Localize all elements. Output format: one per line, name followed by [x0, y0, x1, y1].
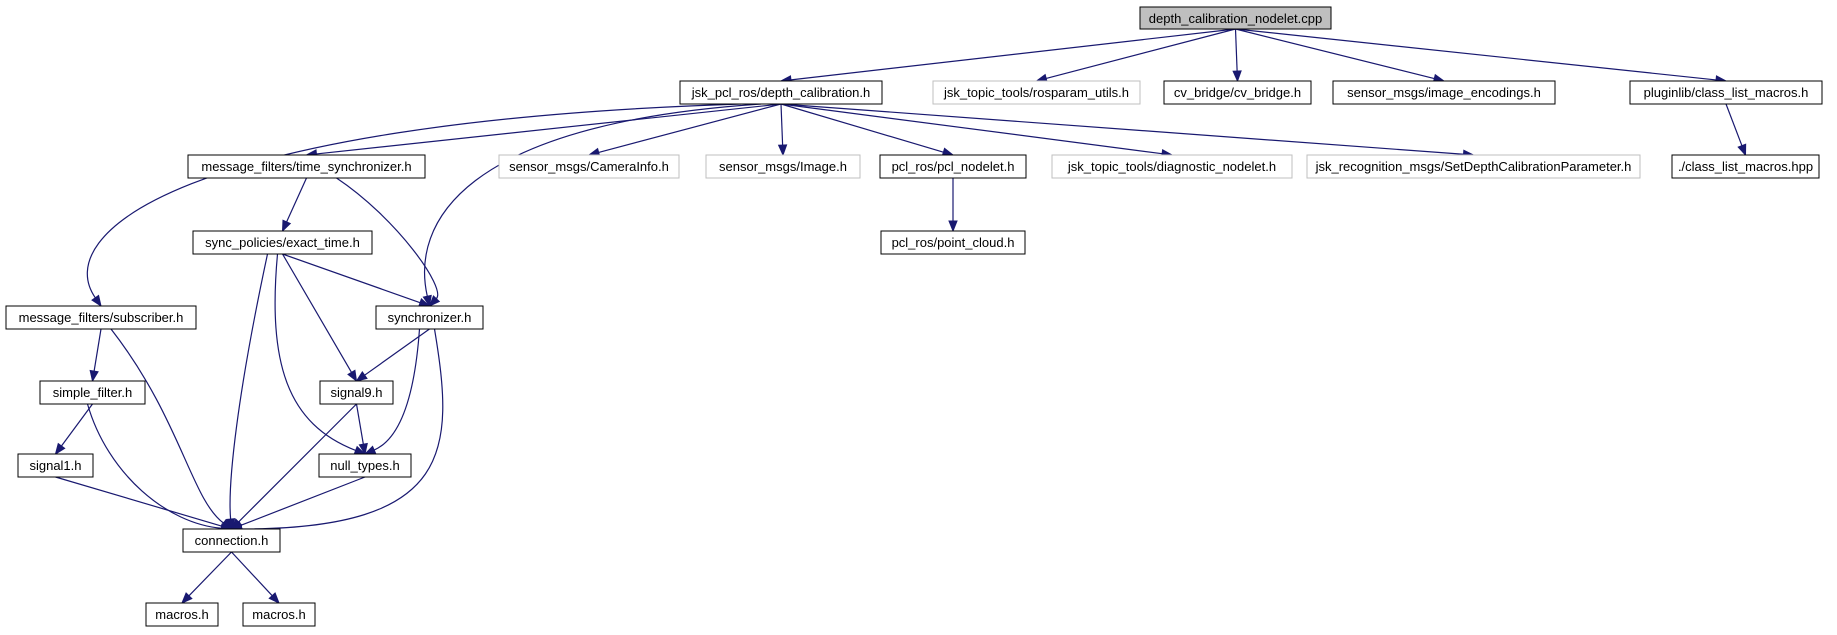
nodes-layer: depth_calibration_nodelet.cpp jsk_pcl_ro… [5, 6, 1823, 627]
node-jsk-recognition-msgs-setdepthcalibrationparameter-h[interactable]: jsk_recognition_msgs/SetDepthCalibration… [1306, 154, 1641, 179]
edge-message-filters-subscriber-h-to-simple-filter-h [89, 328, 102, 383]
edge-sync-policies-exact-time-h-to-signal9-h [281, 253, 358, 383]
edge-connection-h-to-macros-h-2 [231, 551, 280, 604]
edge-jsk-pcl-ros-depth-calibration-h-to-message-filters-subscriber-h [86, 103, 742, 308]
edge-sync-policies-exact-time-h-to-connection-h [225, 253, 269, 531]
node-label: jsk_pcl_ros/depth_calibration.h [691, 85, 871, 100]
node-label: sync_policies/exact_time.h [205, 235, 360, 250]
node-label: signal1.h [29, 458, 81, 473]
edge-depth-calibration-nodelet-cpp-to-jsk-pcl-ros-depth-calibration-h [779, 28, 1236, 85]
edge-synchronizer-h-to-connection-h [230, 328, 444, 534]
node-pcl-ros-point-cloud-h[interactable]: pcl_ros/point_cloud.h [880, 230, 1026, 255]
edge-depth-calibration-nodelet-cpp-to-pluginlib-class-list-macros-h [1235, 28, 1728, 85]
node-label: null_types.h [330, 458, 399, 473]
node-sensor-msgs-image-h[interactable]: sensor_msgs/Image.h [705, 154, 861, 179]
node-label: simple_filter.h [53, 385, 132, 400]
node-label: pcl_ros/point_cloud.h [892, 235, 1015, 250]
edge-depth-calibration-nodelet-cpp-to-cv-bridge-cv-bridge-h [1232, 28, 1242, 83]
node-depth-calibration-nodelet-cpp[interactable]: depth_calibration_nodelet.cpp [1139, 6, 1332, 30]
node-label: sensor_msgs/Image.h [719, 159, 847, 174]
node-message-filters-time-synchronizer-h[interactable]: message_filters/time_synchronizer.h [187, 154, 426, 179]
node-label: macros.h [155, 607, 208, 622]
node-synchronizer-h[interactable]: synchronizer.h [375, 305, 484, 330]
edge-jsk-pcl-ros-depth-calibration-h-to-jsk-topic-tools-diagnostic-nodelet-h [780, 103, 1174, 159]
node-class-list-macros-hpp[interactable]: ./class_list_macros.hpp [1671, 154, 1820, 179]
node-pluginlib-class-list-macros-h[interactable]: pluginlib/class_list_macros.h [1629, 80, 1823, 105]
edge-sync-policies-exact-time-h-to-synchronizer-h [282, 253, 431, 307]
edge-simple-filter-h-to-signal1-h [54, 403, 93, 456]
node-label: ./class_list_macros.hpp [1678, 159, 1813, 174]
node-jsk-topic-tools-rosparam-utils-h[interactable]: jsk_topic_tools/rosparam_utils.h [932, 80, 1141, 105]
node-label: message_filters/subscriber.h [19, 310, 184, 325]
edge-simple-filter-h-to-connection-h [86, 403, 233, 533]
edge-pcl-ros-pcl-nodelet-h-to-pcl-ros-point-cloud-h [948, 178, 958, 233]
edge-connection-h-to-macros-h-1 [181, 551, 232, 604]
node-connection-h[interactable]: connection.h [182, 528, 281, 553]
node-cv-bridge-cv-bridge-h[interactable]: cv_bridge/cv_bridge.h [1163, 80, 1312, 105]
node-message-filters-subscriber-h[interactable]: message_filters/subscriber.h [5, 305, 197, 330]
node-label: sensor_msgs/CameraInfo.h [509, 159, 669, 174]
node-signal9-h[interactable]: signal9.h [319, 380, 394, 405]
node-label: pcl_ros/pcl_nodelet.h [892, 159, 1015, 174]
edge-jsk-pcl-ros-depth-calibration-h-to-jsk-recognition-msgs-setdepthcalibrationparameter-h [780, 103, 1475, 159]
edge-signal1-h-to-connection-h [55, 476, 233, 531]
node-label: macros.h [252, 607, 305, 622]
node-simple-filter-h[interactable]: simple_filter.h [39, 380, 146, 405]
node-sync-policies-exact-time-h[interactable]: sync_policies/exact_time.h [192, 230, 373, 255]
node-macros-h-2[interactable]: macros.h [242, 602, 316, 627]
node-null-types-h[interactable]: null_types.h [318, 453, 412, 478]
edge-jsk-pcl-ros-depth-calibration-h-to-synchronizer-h [422, 103, 762, 308]
node-pcl-ros-pcl-nodelet-h[interactable]: pcl_ros/pcl_nodelet.h [879, 154, 1027, 179]
edge-message-filters-time-synchronizer-h-to-synchronizer-h [336, 177, 441, 307]
node-jsk-pcl-ros-depth-calibration-h[interactable]: jsk_pcl_ros/depth_calibration.h [679, 80, 883, 105]
node-jsk-topic-tools-diagnostic-nodelet-h[interactable]: jsk_topic_tools/diagnostic_nodelet.h [1051, 154, 1293, 179]
node-label: jsk_topic_tools/rosparam_utils.h [943, 85, 1129, 100]
node-signal1-h[interactable]: signal1.h [17, 453, 94, 478]
node-label: pluginlib/class_list_macros.h [1644, 85, 1809, 100]
node-label: message_filters/time_synchronizer.h [201, 159, 411, 174]
edge-pluginlib-class-list-macros-h-to-class-list-macros-hpp [1725, 103, 1747, 157]
edge-sync-policies-exact-time-h-to-null-types-h [274, 253, 367, 455]
node-macros-h-1[interactable]: macros.h [145, 602, 219, 627]
edge-null-types-h-to-connection-h [230, 476, 366, 530]
edge-message-filters-time-synchronizer-h-to-sync-policies-exact-time-h [281, 177, 308, 233]
node-label: depth_calibration_nodelet.cpp [1149, 11, 1322, 26]
node-label: jsk_topic_tools/diagnostic_nodelet.h [1067, 159, 1276, 174]
edge-jsk-pcl-ros-depth-calibration-h-to-sensor-msgs-image-h [777, 103, 788, 157]
edge-jsk-pcl-ros-depth-calibration-h-to-message-filters-time-synchronizer-h [305, 103, 782, 159]
edges-layer [54, 28, 1747, 604]
edge-depth-calibration-nodelet-cpp-to-sensor-msgs-image-encodings-h [1235, 28, 1446, 84]
node-label: jsk_recognition_msgs/SetDepthCalibration… [1315, 159, 1632, 174]
node-label: signal9.h [330, 385, 382, 400]
node-label: cv_bridge/cv_bridge.h [1174, 85, 1301, 100]
edge-jsk-pcl-ros-depth-calibration-h-to-pcl-ros-pcl-nodelet-h [780, 103, 955, 157]
node-sensor-msgs-camerainfo-h[interactable]: sensor_msgs/CameraInfo.h [498, 154, 680, 179]
node-label: synchronizer.h [388, 310, 472, 325]
node-sensor-msgs-image-encodings-h[interactable]: sensor_msgs/image_encodings.h [1332, 80, 1556, 105]
edge-depth-calibration-nodelet-cpp-to-jsk-topic-tools-rosparam-utils-h [1035, 28, 1236, 83]
node-label: connection.h [195, 533, 269, 548]
edge-signal9-h-to-null-types-h [355, 403, 368, 456]
node-label: sensor_msgs/image_encodings.h [1347, 85, 1541, 100]
